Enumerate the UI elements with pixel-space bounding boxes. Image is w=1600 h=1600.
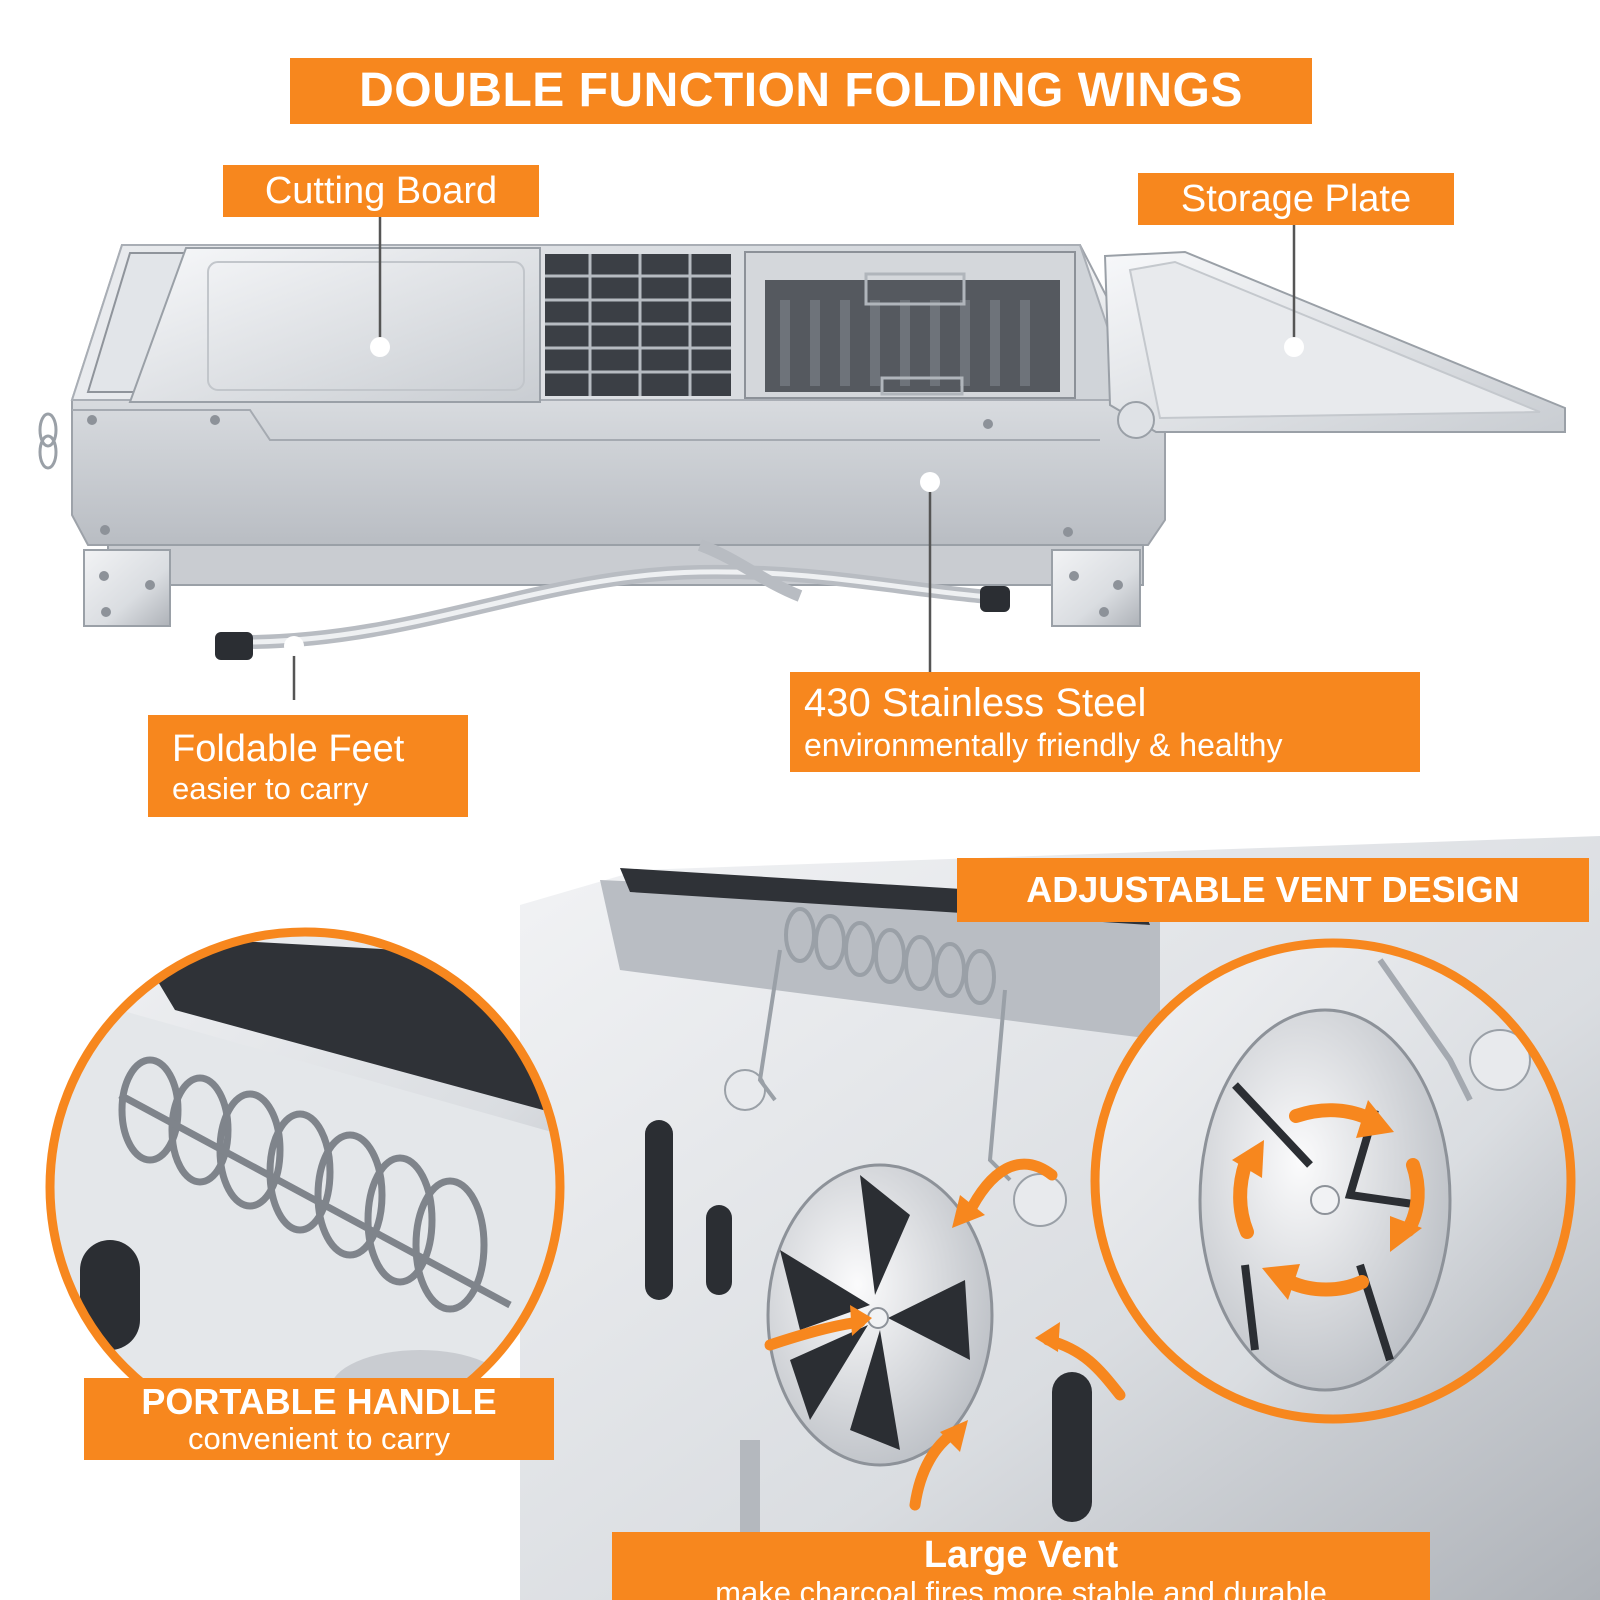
stainless-steel-title: 430 Stainless Steel [804,681,1147,725]
portable-handle-label: PORTABLE HANDLE convenient to carry [84,1378,554,1460]
stainless-steel-label: 430 Stainless Steel environmentally frie… [790,672,1420,772]
grill-top-view [38,244,1566,660]
storage-plate-text: Storage Plate [1180,178,1412,220]
cutting-board-label: Cutting Board [223,165,539,217]
large-vent-subtitle: make charcoal fires more stable and dura… [715,1575,1327,1600]
vent-design-text: ADJUSTABLE VENT DESIGN [1026,869,1520,910]
foldable-feet-subtitle: easier to carry [172,771,369,806]
vent-zoom-circle [1090,938,1576,1424]
handle-zoom-circle [45,927,565,1447]
portable-handle-subtitle: convenient to carry [188,1421,450,1456]
vent-design-banner: ADJUSTABLE VENT DESIGN [957,858,1589,922]
headline-text: DOUBLE FUNCTION FOLDING WINGS [359,64,1243,117]
headline-banner: DOUBLE FUNCTION FOLDING WINGS [290,58,1312,124]
stainless-steel-subtitle: environmentally friendly & healthy [804,727,1283,763]
foldable-feet-title: Foldable Feet [172,728,405,770]
cutting-board-text: Cutting Board [264,170,498,212]
callout-leaders [284,217,1304,700]
foldable-feet-label: Foldable Feet easier to carry [148,715,468,817]
portable-handle-title: PORTABLE HANDLE [141,1381,497,1422]
storage-plate-label: Storage Plate [1138,173,1454,225]
large-vent-title: Large Vent [923,1534,1119,1576]
large-vent-label: Large Vent make charcoal fires more stab… [612,1532,1430,1600]
